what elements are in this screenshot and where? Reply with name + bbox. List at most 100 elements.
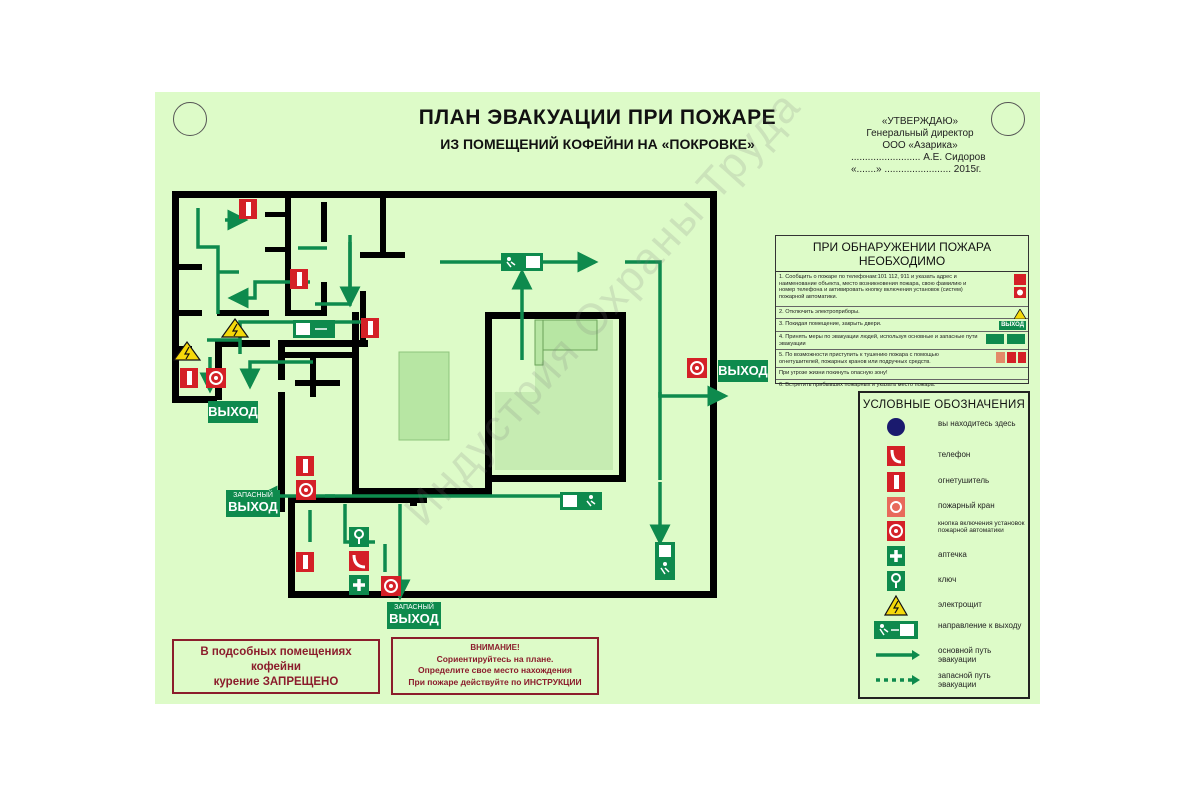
exit-label-left: ВЫХОД [208,401,258,423]
exit-direction-icon [501,253,543,271]
legend-label: огнетушитель [938,476,990,485]
legend-item: вы находитесь здесь [866,417,1026,441]
plan-subtitle: ИЗ ПОМЕЩЕНИЙ КОФЕЙНИ НА «ПОКРОВКЕ» [440,136,755,152]
alarm-button-icon [381,576,401,596]
legend-title: УСЛОВНЫЕ ОБОЗНАЧЕНИЯ [862,399,1026,411]
instruction-text: 3. Покидая помещение, закрыть двери. [779,321,882,327]
exit-icon: ВЫХОД [999,321,1026,330]
legend-label: аптечка [938,550,967,559]
legend-item: электрощит [866,594,1026,619]
extinguisher-icon [296,552,314,572]
instruction-text: При угрозе жизни покинуть опасную зону! [779,370,888,376]
legend-item: основной путь эвакуации [866,644,1026,668]
spare-exit-label-left: ЗАПАСНЫЙ ВЫХОД [226,490,280,517]
evacuation-plan-sheet: ПЛАН ЭВАКУАЦИИ ПРИ ПОЖАРЕ ИЗ ПОМЕЩЕНИЙ К… [155,81,1040,704]
instruction-item: 3. Покидая помещение, закрыть двери. ВЫХ… [776,319,1028,332]
spare-exit-text: ВЫХОД [228,499,278,514]
instruction-item: 6. Встретить прибывших пожарных и указат… [776,380,1028,391]
counter-area [495,320,613,470]
legend-label: телефон [938,450,971,459]
legend-item: кнопка включения установок пожарной авто… [866,520,1026,544]
exit-label-text: ВЫХОД [718,363,768,378]
exit-direction-icon [986,334,1026,347]
instruction-text: 2. Отключить электроприборы. [779,309,860,315]
mounting-hole-top-left [173,102,207,136]
exit-label-text: ВЫХОД [208,404,258,419]
key-icon [887,571,905,591]
spare-exit-text: ВЫХОД [389,611,439,626]
approval-line-1: «УТВЕРЖДАЮ» [881,116,959,127]
electric-panel-icon [883,594,909,616]
phone-icon [1014,274,1026,301]
legend-label: электрощит [938,600,982,609]
first-aid-icon [887,546,905,566]
exit-direction-icon [293,320,335,338]
spare-exit-small-text: ЗАПАСНЫЙ [233,492,273,499]
approval-line-5: «.......» ........................ 2015г… [851,164,982,175]
legend-label: ключ [938,575,957,584]
extinguisher-icon [887,472,905,492]
bar-counter [534,319,598,351]
fire-instructions-panel: ПРИ ОБНАРУЖЕНИИ ПОЖАРА НЕОБХОДИМО 1. Соо… [775,235,1029,388]
legend-label: основной путь эвакуации [938,646,992,664]
alarm-button-icon [687,358,707,378]
alarm-button-icon [296,480,316,500]
electric-panel-icon [220,317,250,338]
approval-block: «УТВЕРЖДАЮ» Генеральный директор ООО «Аз… [845,116,995,176]
electric-panel-icon [1013,308,1027,322]
attention-notice: ВНИМАНИЕ! Сориентируйтесь на плане. Опре… [391,637,599,695]
extinguisher-icon [996,352,1026,366]
bar-counter-side [534,319,544,366]
instruction-item: При угрозе жизни покинуть опасную зону! [776,368,1028,380]
legend-item: направление к выходу [866,619,1026,643]
you-are-here-icon [887,418,905,436]
instruction-text: 5. По возможности приступить к тушению п… [779,352,939,365]
alarm-button-icon [887,521,905,541]
legend-label: вы находитесь здесь [938,419,1016,428]
fire-hydrant-icon [887,497,905,517]
notice-line: кофейни [250,661,302,673]
no-smoking-notice: В подсобных помещениях кофейни курение З… [172,639,380,694]
legend-label: направление к выходу [938,621,1022,630]
notice-line: В подсобных помещениях [200,646,352,658]
instruction-text: 4. Принять меры по эвакуации людей, испо… [779,334,978,347]
instruction-text: 6. Встретить прибывших пожарных и указат… [779,382,936,388]
spare-exit-label-bottom: ЗАПАСНЫЙ ВЫХОД [387,602,441,629]
key-icon [349,527,369,547]
legend-label: пожарный кран [938,501,995,510]
exit-direction-icon [655,542,675,580]
legend-item: пожарный кран [866,496,1026,520]
legend-item: огнетушитель [866,471,1026,495]
exit-direction-icon [560,492,602,510]
first-aid-icon [349,575,369,595]
instruction-item: 2. Отключить электроприборы. [776,307,1028,322]
legend-label: кнопка включения установок пожарной авто… [938,520,1025,534]
approval-line-4: ......................... А.Е. Сидоров [851,152,986,163]
mounting-hole-top-right [991,102,1025,136]
legend-item: аптечка [866,545,1026,569]
spare-route-icon [876,675,920,685]
legend-panel: УСЛОВНЫЕ ОБОЗНАЧЕНИЯ вы находитесь здесь… [858,391,1030,699]
floor-plan [172,191,729,601]
notice-line: курение ЗАПРЕЩЕНО [213,676,339,688]
legend-item: ключ [866,570,1026,594]
instruction-item: 1. Сообщить о пожаре по телефонам:101 11… [776,272,1028,307]
approval-line-3: ООО «Азарика» [882,140,958,151]
table-area [398,351,450,441]
extinguisher-icon [180,368,198,388]
attention-title: ВНИМАНИЕ! [470,643,520,652]
alarm-button-icon [206,368,226,388]
notice-line: При пожаре действуйте по ИНСТРУКЦИИ [408,676,582,687]
phone-icon [887,446,905,466]
electric-panel-icon [172,340,202,361]
extinguisher-icon [290,269,308,289]
phone-icon [349,551,369,571]
extinguisher-icon [296,456,314,476]
legend-label: запасной путь эвакуации [938,671,991,689]
main-route-icon [876,650,920,660]
legend-item: телефон [866,445,1026,469]
exit-label-main-right: ВЫХОД [718,360,768,382]
instruction-text: 1. Сообщить о пожаре по телефонам:101 11… [779,274,967,300]
plan-title: ПЛАН ЭВАКУАЦИИ ПРИ ПОЖАРЕ [418,106,777,129]
instruction-item: 4. Принять меры по эвакуации людей, испо… [776,332,1028,350]
